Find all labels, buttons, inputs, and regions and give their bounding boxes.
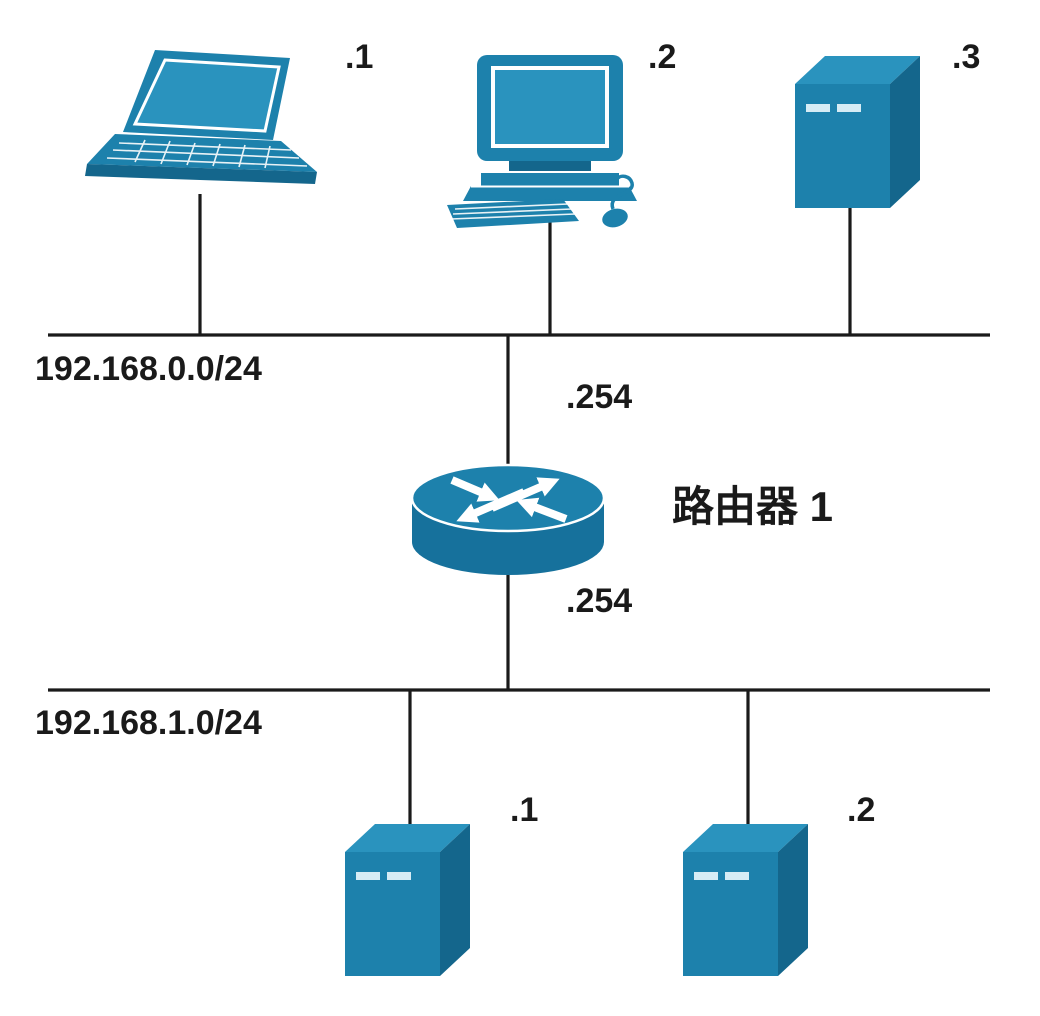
host-address-label: .1 [345,38,374,76]
host-address-label: .2 [648,38,677,76]
desktop-icon [447,55,637,228]
network-cidr-label: 192.168.0.0/24 [35,350,262,388]
server-icon [683,824,808,976]
server-icon [345,824,470,976]
laptop-icon [85,50,317,184]
router-interface-label: .254 [566,582,633,620]
router-icon [410,463,606,575]
host-address-label: .1 [510,791,539,829]
host-address-label: .2 [847,791,876,829]
router-interface-label: .254 [566,378,633,416]
router-name-label: 路由器 1 [672,483,834,530]
server-icon [795,56,920,208]
network-cidr-label: 192.168.1.0/24 [35,704,262,742]
host-address-label: .3 [952,38,981,76]
